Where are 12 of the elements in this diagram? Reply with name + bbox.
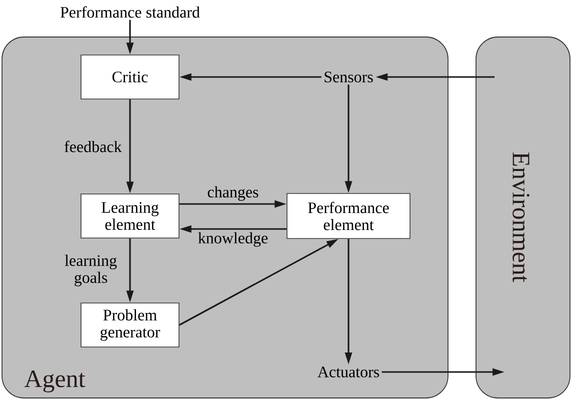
process-box: Critic	[80, 54, 180, 100]
environment-panel: Environment	[476, 36, 570, 398]
text-label: Actuators	[318, 366, 380, 378]
edge-label: feedback	[64, 140, 122, 152]
edge-label: knowledge	[198, 232, 268, 247]
edge-label: changes	[208, 186, 258, 201]
text-label: Sensors	[324, 72, 373, 82]
process-box: Performance element	[286, 193, 410, 239]
process-box: Learning element	[80, 194, 180, 238]
edge-label: learning goals	[64, 254, 117, 286]
text-label: Performance standard	[60, 6, 200, 18]
process-box: Problem generator	[80, 302, 180, 348]
